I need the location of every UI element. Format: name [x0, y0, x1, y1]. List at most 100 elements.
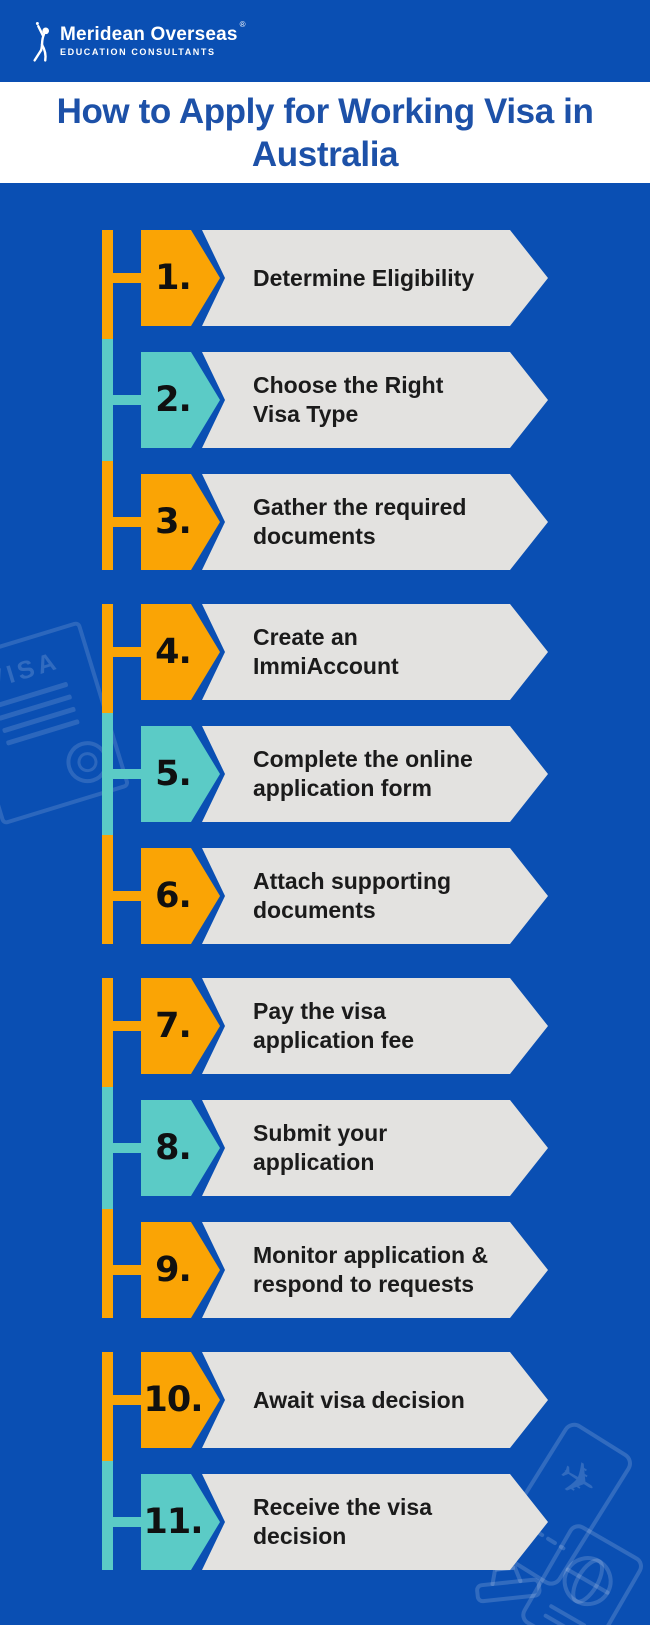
step-group: 4. Create an ImmiAccount 5. Complete the…	[0, 604, 650, 944]
step-row: 4. Create an ImmiAccount	[0, 604, 650, 713]
step-row: 6. Attach supporting documents	[0, 835, 650, 944]
brand-logo: Meridean Overseas ® EDUCATION CONSULTANT…	[30, 18, 246, 64]
step-number: 5.	[155, 754, 192, 794]
step-number: 10.	[143, 1380, 203, 1420]
step-banner: Complete the online application form	[202, 726, 548, 822]
step-banner: Monitor application & respond to request…	[202, 1222, 548, 1318]
step-banner: Receive the visa decision	[202, 1474, 548, 1570]
step-text-line: Determine Eligibility	[253, 264, 475, 291]
step-text-line: documents	[253, 523, 376, 549]
step-row: 2. Choose the Right Visa Type	[0, 339, 650, 461]
step-banner: Submit your application	[202, 1100, 548, 1196]
step-number-badge: 11.	[141, 1474, 220, 1570]
passport-globe-icon	[521, 1524, 643, 1625]
step-group: 10. Await visa decision 11. Receive the …	[0, 1352, 650, 1570]
step-text: Monitor application & respond to request…	[253, 1241, 488, 1299]
step-text-line: Attach supporting	[253, 868, 452, 894]
connector-stub	[104, 647, 166, 657]
step-number-badge: 1.	[141, 230, 220, 326]
step-text-line: Receive the visa	[253, 1494, 433, 1520]
connector-stub	[104, 273, 166, 283]
step-text-line: Pay the visa	[253, 998, 386, 1024]
step-number-badge: 6.	[141, 848, 220, 944]
registered-mark: ®	[239, 20, 246, 29]
step-text-line: Await visa decision	[253, 1386, 465, 1413]
logo-text: Meridean Overseas ® EDUCATION CONSULTANT…	[60, 21, 246, 57]
step-row: 11. Receive the visa decision	[0, 1461, 650, 1570]
step-text-line: decision	[253, 1523, 347, 1549]
step-text: Choose the Right Visa Type	[253, 371, 443, 429]
connector-stub	[104, 395, 166, 405]
step-text-line: Submit your	[253, 1120, 388, 1146]
step-group: 1. Determine Eligibility 2. Choose the R…	[0, 230, 650, 570]
step-text-line: application fee	[253, 1027, 415, 1053]
step-text-line: documents	[253, 897, 376, 923]
step-number: 1.	[155, 258, 192, 298]
step-text: Await visa decision	[253, 1386, 465, 1415]
step-row: 8. Submit your application	[0, 1087, 650, 1209]
step-banner: Choose the Right Visa Type	[202, 352, 548, 448]
step-text-line: ImmiAccount	[253, 653, 399, 679]
step-number: 8.	[155, 1128, 192, 1168]
connector-stub	[104, 517, 166, 527]
step-text-line: Choose the Right	[253, 372, 444, 398]
step-text-line: Complete the online	[253, 746, 473, 772]
step-text: Determine Eligibility	[253, 264, 474, 293]
connector-stub	[104, 1265, 166, 1275]
header-bar: Meridean Overseas ® EDUCATION CONSULTANT…	[0, 0, 650, 82]
brand-name: Meridean Overseas	[60, 24, 238, 45]
step-number: 11.	[143, 1502, 203, 1542]
step-text: Pay the visa application fee	[253, 997, 414, 1055]
step-text-line: application form	[253, 775, 432, 801]
step-number: 6.	[155, 876, 192, 916]
step-number-badge: 9.	[141, 1222, 220, 1318]
brand-tagline: EDUCATION CONSULTANTS	[60, 47, 216, 57]
step-number-badge: 8.	[141, 1100, 220, 1196]
steps-flow: 1. Determine Eligibility 2. Choose the R…	[0, 183, 650, 1570]
step-group: 7. Pay the visa application fee 8. Submi…	[0, 978, 650, 1318]
step-text-line: Gather the required	[253, 494, 467, 520]
step-banner: Create an ImmiAccount	[202, 604, 548, 700]
step-row: 10. Await visa decision	[0, 1352, 650, 1461]
connector-stub	[104, 891, 166, 901]
step-text: Submit your application	[253, 1119, 387, 1177]
step-number: 2.	[155, 380, 192, 420]
step-number: 7.	[155, 1006, 192, 1046]
step-text: Attach supporting documents	[253, 867, 451, 925]
step-banner: Gather the required documents	[202, 474, 548, 570]
step-number: 4.	[155, 632, 192, 672]
step-banner: Await visa decision	[202, 1352, 548, 1448]
step-row: 7. Pay the visa application fee	[0, 978, 650, 1087]
step-row: 5. Complete the online application form	[0, 713, 650, 835]
step-row: 3. Gather the required documents	[0, 461, 650, 570]
step-number-badge: 7.	[141, 978, 220, 1074]
step-number: 3.	[155, 502, 192, 542]
step-number-badge: 10.	[141, 1352, 220, 1448]
person-torch-icon	[30, 18, 54, 64]
step-text: Gather the required documents	[253, 493, 466, 551]
step-number-badge: 5.	[141, 726, 220, 822]
step-text-line: Visa Type	[253, 401, 359, 427]
step-number-badge: 4.	[141, 604, 220, 700]
connector-stub	[104, 769, 166, 779]
step-text: Create an ImmiAccount	[253, 623, 399, 681]
connector-stub	[104, 1517, 166, 1527]
step-text-line: Monitor application &	[253, 1242, 489, 1268]
step-row: 9. Monitor application & respond to requ…	[0, 1209, 650, 1318]
step-banner: Determine Eligibility	[202, 230, 548, 326]
connector-stub	[104, 1021, 166, 1031]
connector-stub	[104, 1395, 166, 1405]
title-band: How to Apply for Working Visa in Austral…	[0, 82, 650, 183]
page-title-line-1: How to Apply for Working Visa in	[56, 91, 594, 131]
step-row: 1. Determine Eligibility	[0, 230, 650, 339]
step-text-line: respond to requests	[253, 1271, 475, 1297]
step-text-line: application	[253, 1149, 375, 1175]
page-title-line-2: Australia	[251, 134, 399, 174]
step-text: Complete the online application form	[253, 745, 473, 803]
step-number: 9.	[155, 1250, 192, 1290]
step-text-line: Create an	[253, 624, 358, 650]
step-banner: Attach supporting documents	[202, 848, 548, 944]
step-number-badge: 3.	[141, 474, 220, 570]
connector-stub	[104, 1143, 166, 1153]
